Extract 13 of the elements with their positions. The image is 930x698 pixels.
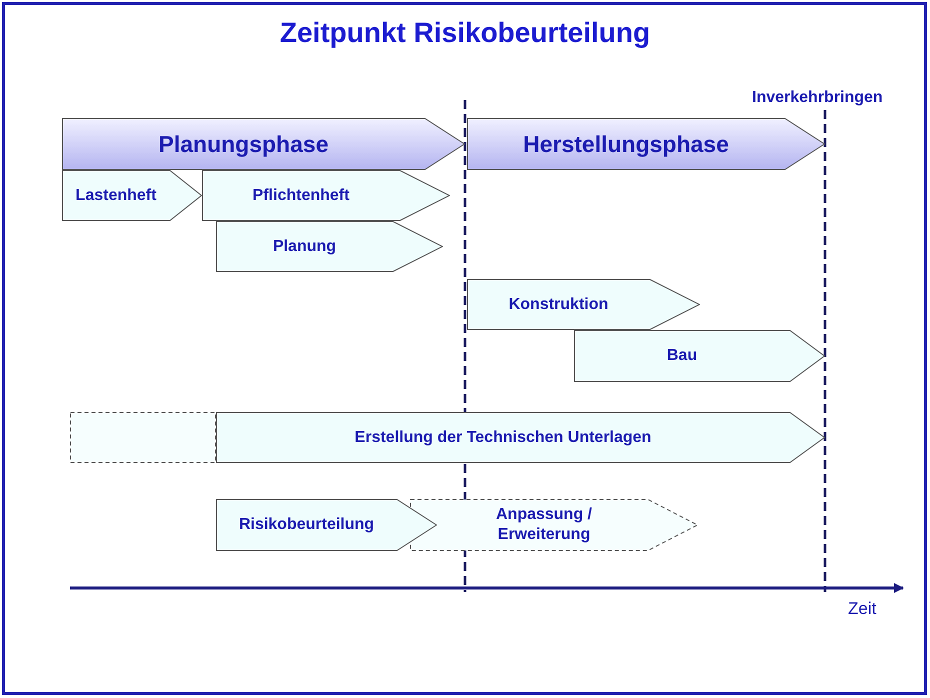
- step-label: Planung: [272, 236, 336, 256]
- phase-label: Herstellungsphase: [523, 130, 729, 158]
- milestone-label: Inverkehrbringen: [752, 88, 883, 108]
- step-label: Risikobeurteilung: [238, 515, 374, 535]
- axis-label: Zeit: [848, 598, 876, 620]
- step-label: Konstruktion: [508, 294, 608, 314]
- step-label: Erstellung der Technischen Unterlagen: [354, 428, 652, 448]
- step-label: Lastenheft: [76, 186, 156, 206]
- step-label: Pflichtenheft: [252, 186, 350, 206]
- step-label: Anpassung / Erweiterung: [494, 505, 593, 545]
- diagram-title: Zeitpunkt Risikobeurteilung: [280, 17, 650, 48]
- phase-label: Planungsphase: [158, 130, 328, 158]
- step-label: Bau: [666, 346, 698, 366]
